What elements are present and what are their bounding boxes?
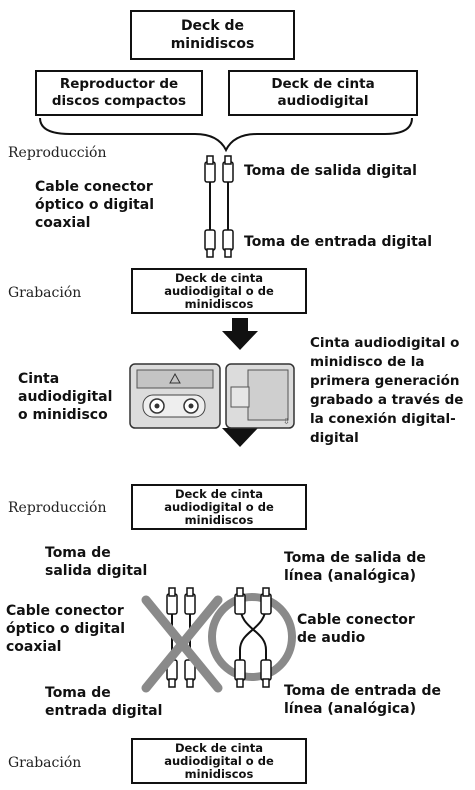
stage-label-recording-2: Grabación <box>8 755 82 771</box>
stage-label-recording: Grabación <box>8 285 82 301</box>
line-output-label: Toma de salida de línea (analógica) <box>284 550 426 584</box>
svg-text:⇩: ⇩ <box>283 417 290 426</box>
digital-output-jack-label: Toma de salida digital <box>244 163 417 179</box>
digital-cable-pair-1 <box>204 155 234 258</box>
prohibited-cross-mark <box>141 595 223 693</box>
minidisc-deck-box: Deck de minidiscos <box>130 10 295 60</box>
minidisc-image: ⇩ <box>225 363 295 429</box>
audio-cable-pair <box>234 587 272 688</box>
line-input-label: Toma de entrada de línea (analógica) <box>284 683 441 717</box>
audio-cable-label: Cable conector de audio <box>297 612 415 646</box>
digital-cable-label-2: Cable conector óptico o digital coaxial <box>6 603 125 655</box>
digital-input-label-2: Toma de entrada digital <box>45 685 163 719</box>
cable-label-digital: Cable conector óptico o digital coaxial <box>35 179 154 231</box>
stage-label-playback-2: Reproducción <box>8 500 107 516</box>
recorder-box-1: Deck de cinta audiodigital o de minidisc… <box>131 268 307 314</box>
digital-output-label-2: Toma de salida digital <box>45 545 148 579</box>
media-label: Cinta audiodigital o minidisco <box>18 371 113 423</box>
grouping-brace <box>39 117 413 153</box>
recorder-box-3: Deck de cinta audiodigital o de minidisc… <box>131 738 307 784</box>
first-generation-label: Cinta audiodigital o minidisco de la pri… <box>310 335 464 446</box>
player-box-2: Deck de cinta audiodigital o de minidisc… <box>131 484 307 530</box>
digital-input-jack-label: Toma de entrada digital <box>244 234 433 250</box>
dat-deck-box: Deck de cinta audiodigital <box>228 70 418 116</box>
allowed-circle-mark <box>208 593 296 681</box>
stage-label-playback: Reproducción <box>8 145 107 161</box>
arrow-down-2 <box>222 415 258 447</box>
cd-player-box: Reproductor de discos compactos <box>35 70 203 116</box>
arrow-down-1 <box>222 318 258 350</box>
dat-cassette-image <box>129 363 221 429</box>
